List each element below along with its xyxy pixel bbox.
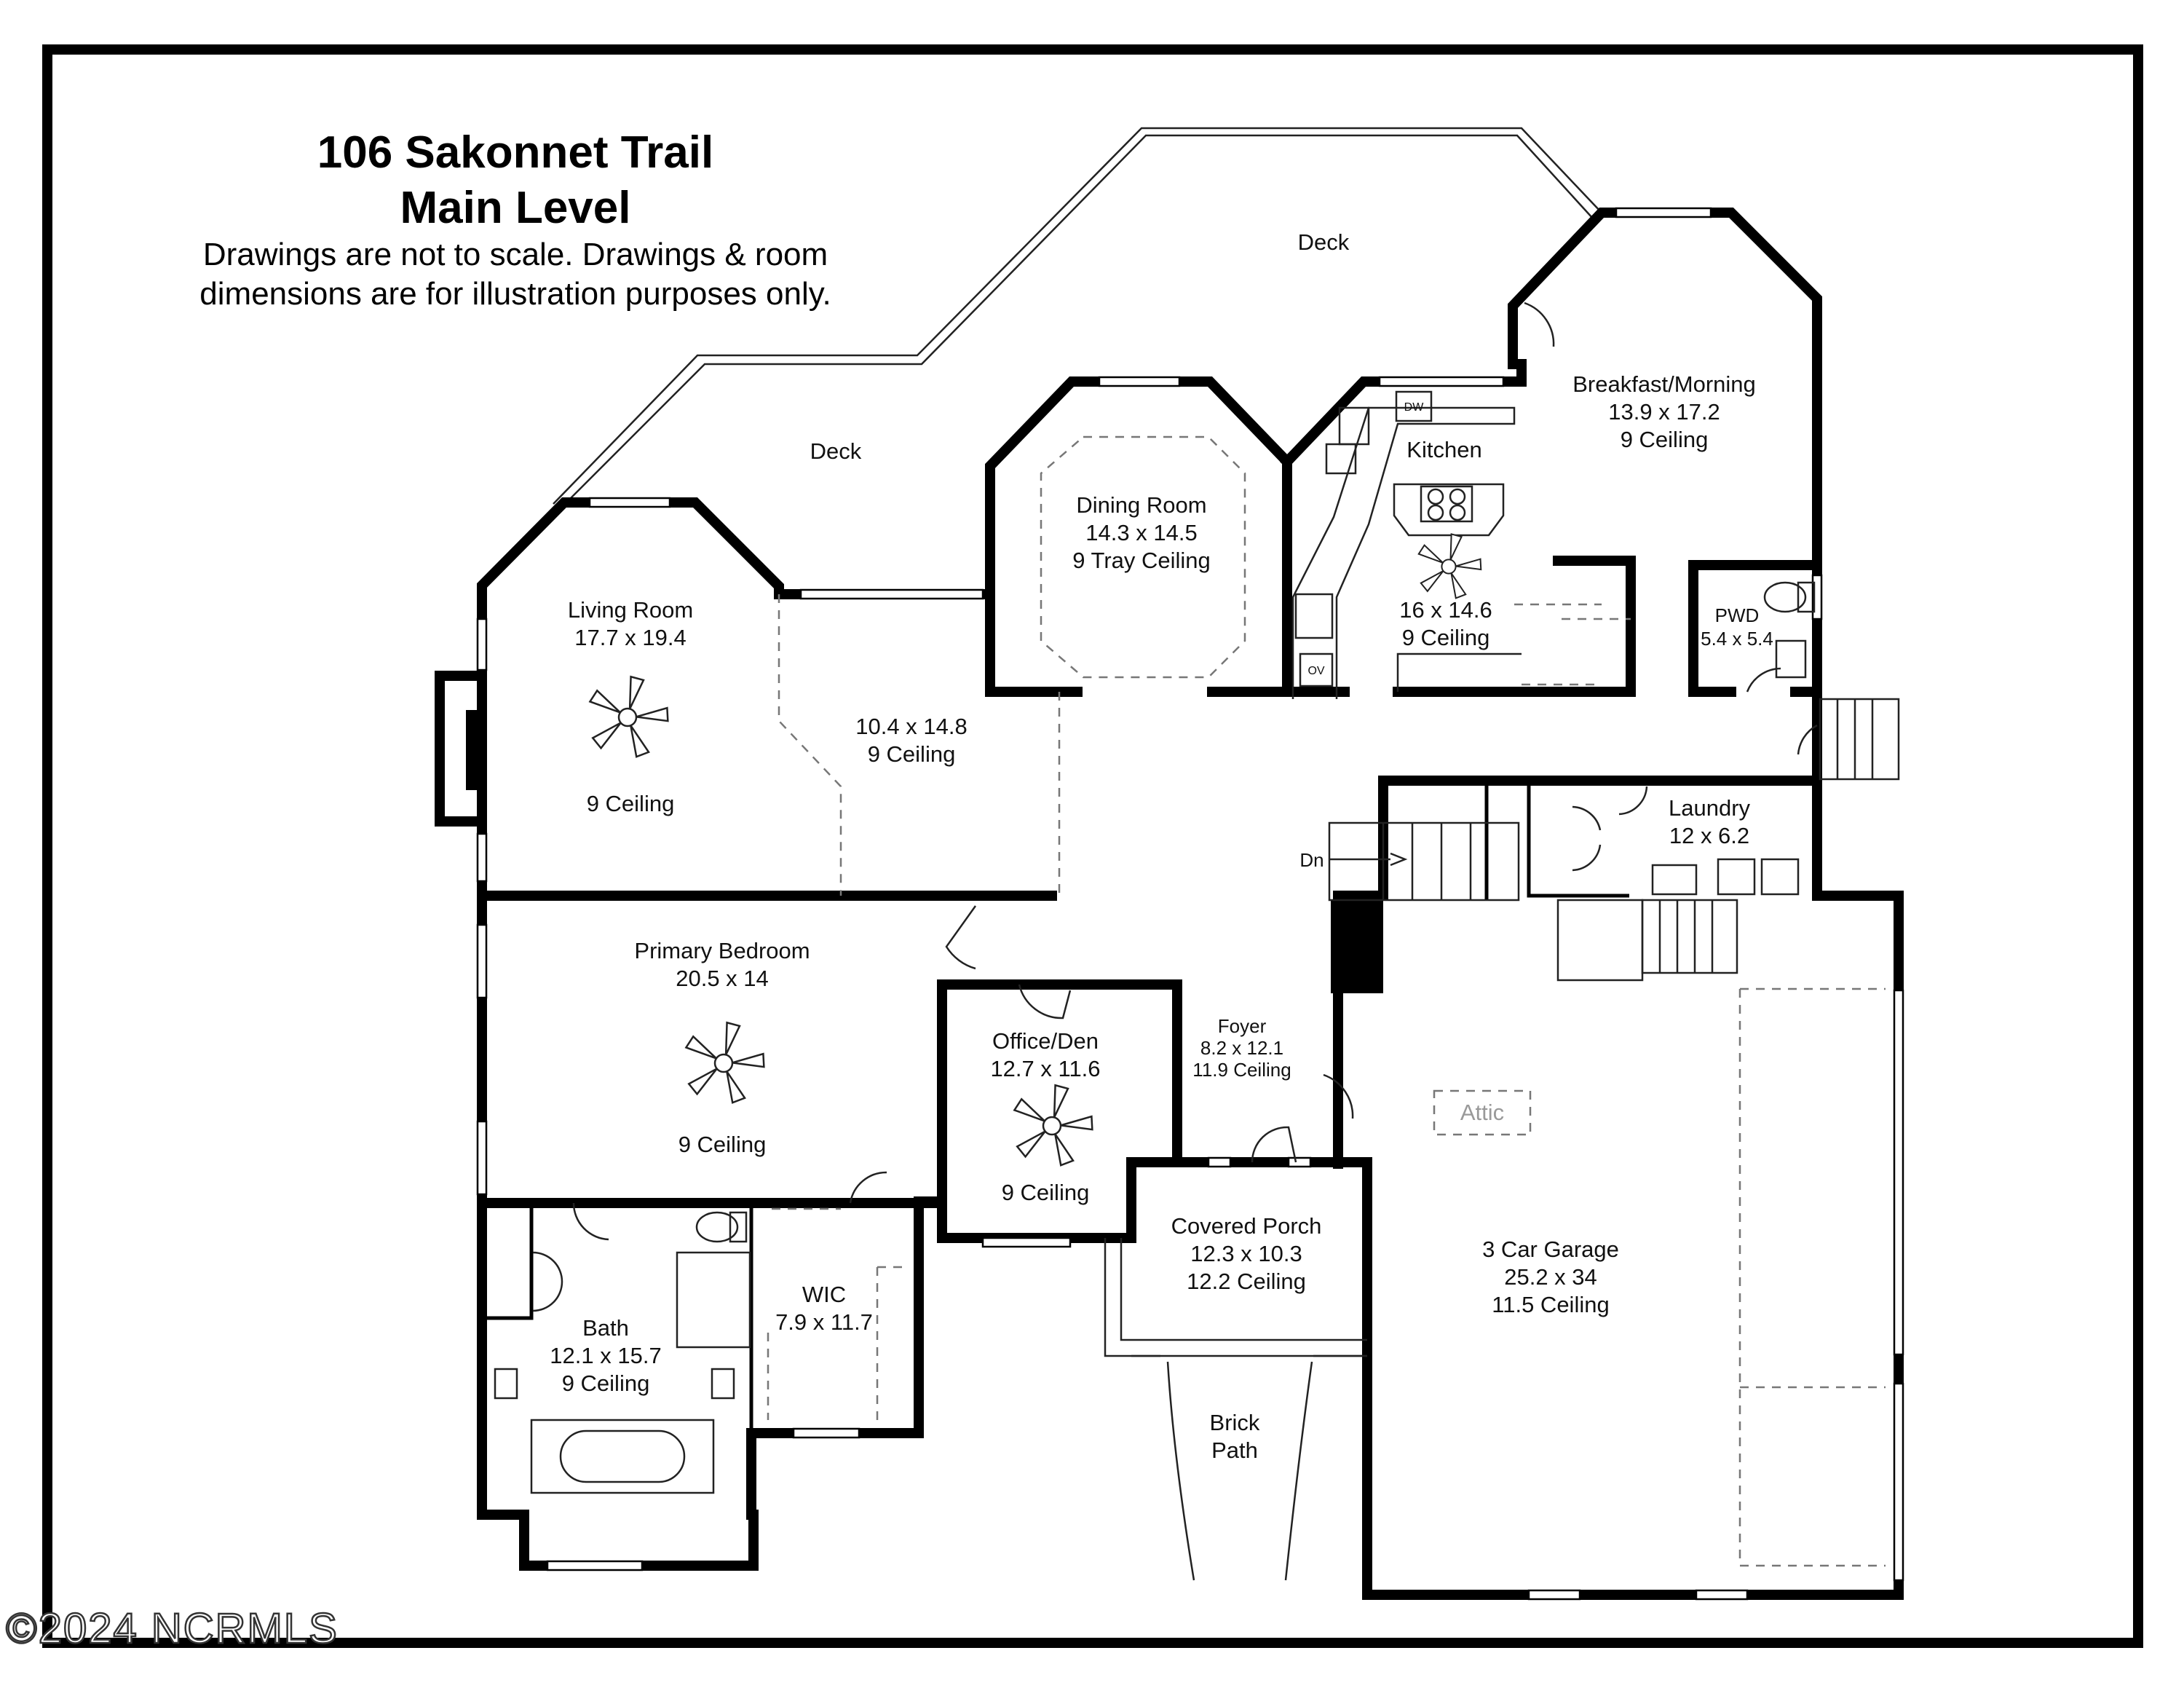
dishwasher-label: DW (1404, 401, 1425, 414)
covered-porch-name: Covered Porch (1171, 1213, 1322, 1239)
covered-porch-dims: 12.3 x 10.3 (1190, 1241, 1302, 1266)
primary-bedroom-dims: 20.5 x 14 (676, 966, 769, 991)
laundry-dims: 12 x 6.2 (1669, 823, 1749, 848)
garage-ceiling: 11.5 Ceiling (1492, 1292, 1609, 1317)
pwd-dims: 5.4 x 5.4 (1701, 628, 1773, 650)
stairs-down-label: Dn (1299, 849, 1324, 871)
door-swings (532, 301, 1818, 1312)
kitchen-ceiling: 9 Ceiling (1402, 625, 1490, 650)
laundry-name: Laundry (1669, 795, 1751, 821)
fan-office (1013, 1084, 1093, 1167)
kitchen-dims: 16 x 14.6 (1399, 597, 1492, 623)
bath-dims: 12.1 x 15.7 (550, 1343, 661, 1368)
bath-ceiling: 9 Ceiling (562, 1370, 650, 1396)
deck-outline (553, 127, 1602, 505)
foyer-dims: 8.2 x 12.1 (1200, 1037, 1283, 1059)
living-room-name: Living Room (568, 597, 693, 623)
pwd-name: PWD (1715, 604, 1760, 626)
office-den-ceiling: 9 Ceiling (1002, 1180, 1090, 1205)
kitchen-name: Kitchen (1406, 437, 1481, 462)
copyright-watermark: ©2024 NCRMLS (6, 1605, 339, 1652)
deck-lower-label: Deck (810, 438, 862, 464)
dishwasher-box (1395, 390, 1433, 422)
deck-upper-label: Deck (1298, 229, 1350, 255)
garage-dims: 25.2 x 34 (1504, 1264, 1597, 1290)
primary-bedroom-name: Primary Bedroom (634, 938, 810, 963)
plan-title-line2: Main Level (400, 183, 631, 233)
breakfast-ceiling: 9 Ceiling (1621, 427, 1709, 452)
attic-label: Attic (1460, 1100, 1504, 1125)
disclaimer-line2: dimensions are for illustration purposes… (199, 276, 831, 312)
brick-path-line2: Path (1211, 1437, 1258, 1463)
hall-area-ceiling: 9 Ceiling (868, 741, 956, 767)
kitchen-fixtures (1291, 390, 1522, 699)
dashed-boundaries (767, 435, 1886, 1567)
staircase (1328, 698, 1900, 982)
fan-kitchen (1417, 533, 1482, 599)
hall-area-dims: 10.4 x 14.8 (855, 714, 967, 739)
breakfast-dims: 13.9 x 17.2 (1608, 399, 1720, 425)
foyer-name: Foyer (1218, 1015, 1267, 1037)
foyer-ceiling: 11.9 Ceiling (1192, 1059, 1291, 1081)
interior-walls (477, 462, 1822, 1438)
office-den-name: Office/Den (992, 1028, 1099, 1054)
living-room-ceiling: 9 Ceiling (587, 791, 675, 816)
living-room-dims: 17.7 x 19.4 (574, 625, 686, 650)
oven-box (1299, 652, 1334, 687)
wic-dims: 7.9 x 11.7 (775, 1309, 873, 1335)
brick-path-line1: Brick (1210, 1410, 1260, 1435)
page-frame (42, 44, 2143, 1648)
covered-porch-ceiling: 12.2 Ceiling (1187, 1269, 1306, 1294)
dining-room-name: Dining Room (1076, 492, 1206, 518)
windows (476, 207, 1904, 1601)
fan-living (588, 675, 669, 758)
primary-bedroom-ceiling: 9 Ceiling (678, 1132, 767, 1157)
office-den-dims: 12.7 x 11.6 (990, 1056, 1100, 1081)
dining-room-ceiling: 9 Tray Ceiling (1072, 548, 1211, 573)
breakfast-name: Breakfast/Morning (1572, 371, 1756, 397)
bath-name: Bath (582, 1315, 629, 1341)
disclaimer-line1: Drawings are not to scale. Drawings & ro… (203, 237, 828, 272)
oven-label: OV (1307, 665, 1324, 677)
plan-title-line1: 106 Sakonnet Trail (317, 127, 713, 178)
bath-fixtures (494, 581, 1816, 1494)
fan-bedroom (684, 1021, 765, 1104)
dining-room-dims: 14.3 x 14.5 (1085, 520, 1197, 545)
porch-and-path (1104, 1238, 1367, 1581)
garage-name: 3 Car Garage (1482, 1237, 1619, 1262)
wic-name: WIC (802, 1282, 846, 1307)
